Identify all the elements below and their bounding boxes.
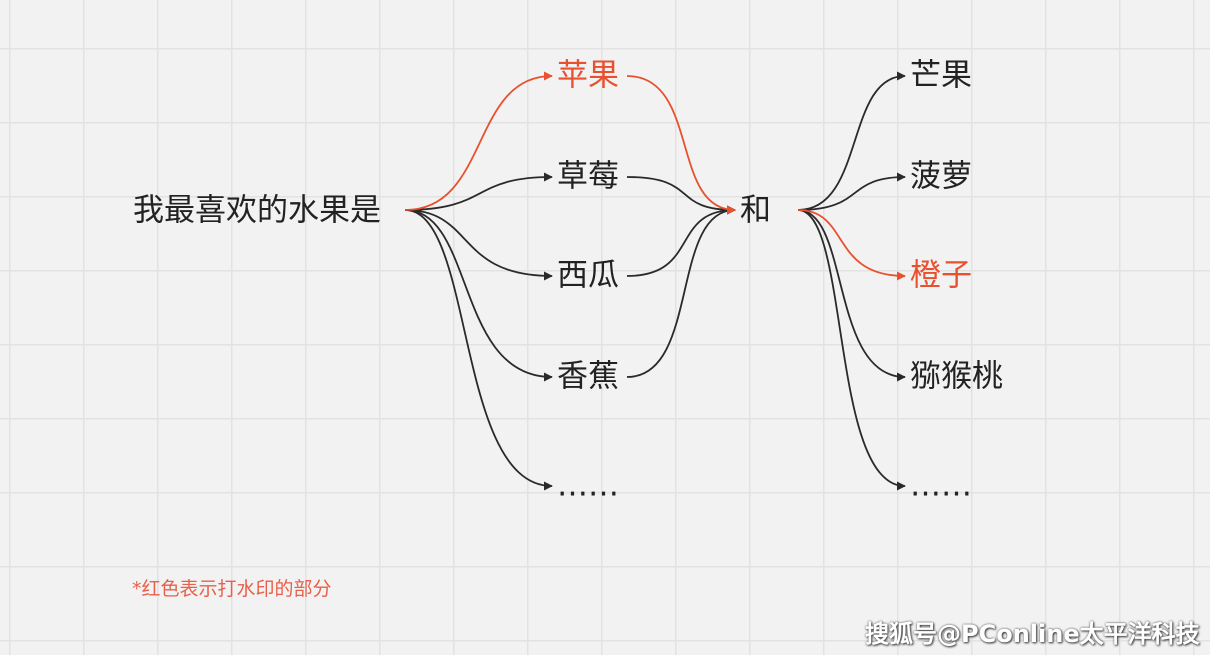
edge-first-to-connector — [626, 205, 736, 277]
edge-source-to-first — [404, 209, 553, 491]
legend-note: *红色表示打水印的部分 — [132, 578, 332, 600]
second-choice-node: 猕猴桃 — [910, 358, 1003, 395]
source-node: 我最喜欢的水果是 — [133, 192, 381, 229]
edge-source-to-first — [404, 71, 553, 211]
first-choice-node: 草莓 — [557, 158, 619, 195]
edge-first-to-connector — [626, 205, 736, 378]
watermark: 搜狐号@PConline太平洋科技 — [865, 620, 1200, 648]
edge-connector-to-second — [797, 172, 906, 211]
edge-connector-to-second — [797, 209, 906, 491]
first-choice-node: 苹果 — [557, 57, 619, 94]
second-choice-node: 橙子 — [910, 257, 972, 294]
edge-source-to-first — [404, 209, 553, 281]
edge-source-to-first — [404, 172, 553, 211]
first-choice-node: 西瓜 — [557, 257, 619, 294]
edge-connector-to-second — [797, 71, 906, 211]
edge-source-to-first — [404, 209, 553, 382]
first-choice-node: 香蕉 — [557, 358, 619, 395]
first-choice-node: …… — [557, 467, 619, 504]
connector-node: 和 — [740, 192, 771, 229]
edge-first-to-connector — [626, 176, 736, 215]
second-choice-node: …… — [910, 467, 972, 504]
edge-connector-to-second — [797, 209, 906, 281]
second-choice-node: 菠萝 — [910, 158, 972, 195]
edge-connector-to-second — [797, 209, 906, 382]
edge-first-to-connector — [626, 75, 736, 215]
second-choice-node: 芒果 — [910, 57, 972, 94]
